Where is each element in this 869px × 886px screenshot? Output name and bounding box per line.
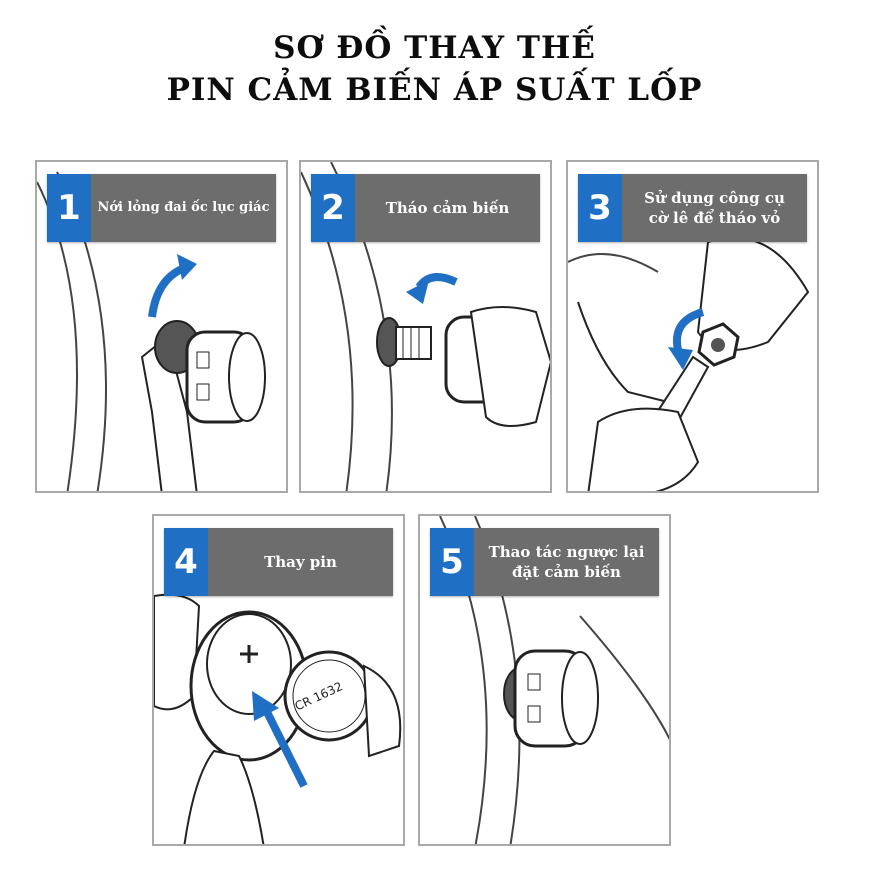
step-4-panel: CR 1632 4 Thay pin [152, 514, 405, 846]
step-4-number: 4 [164, 528, 208, 596]
step-1-number: 1 [47, 174, 91, 242]
step-4-illustration: CR 1632 [154, 593, 402, 844]
step-3-label: 3 Sử dụng công cụ cờ lê để tháo vỏ [578, 174, 807, 242]
step-3-text: Sử dụng công cụ cờ lê để tháo vỏ [622, 174, 807, 242]
step-1-label: 1 Nới lỏng đai ốc lục giác [47, 174, 276, 242]
step-5-illustration [439, 516, 669, 844]
page-title-line-1: SƠ ĐỒ THAY THẾ [273, 30, 596, 66]
step-5-label: 5 Thao tác ngược lại đặt cảm biến [430, 528, 659, 596]
step-2-panel: 2 Tháo cảm biến [299, 160, 552, 493]
step-5-text: Thao tác ngược lại đặt cảm biến [474, 528, 659, 596]
step-1-text: Nới lỏng đai ốc lục giác [91, 174, 276, 242]
step-5-panel: 5 Thao tác ngược lại đặt cảm biến [418, 514, 671, 846]
step-5-number: 5 [430, 528, 474, 596]
step-2-text: Tháo cảm biến [355, 174, 540, 242]
step-3-panel: 3 Sử dụng công cụ cờ lê để tháo vỏ [566, 160, 819, 493]
step-1-illustration [37, 171, 266, 491]
step-3-illustration [568, 236, 810, 491]
step-4-label: 4 Thay pin [164, 528, 393, 596]
step-4-text: Thay pin [208, 528, 393, 596]
step-3-number: 3 [578, 174, 622, 242]
step-1-panel: 1 Nới lỏng đai ốc lục giác [35, 160, 288, 493]
page-title-line-2: PIN CẢM BIẾN ÁP SUẤT LỐP [166, 72, 703, 108]
step-2-number: 2 [311, 174, 355, 242]
step-2-label: 2 Tháo cảm biến [311, 174, 540, 242]
